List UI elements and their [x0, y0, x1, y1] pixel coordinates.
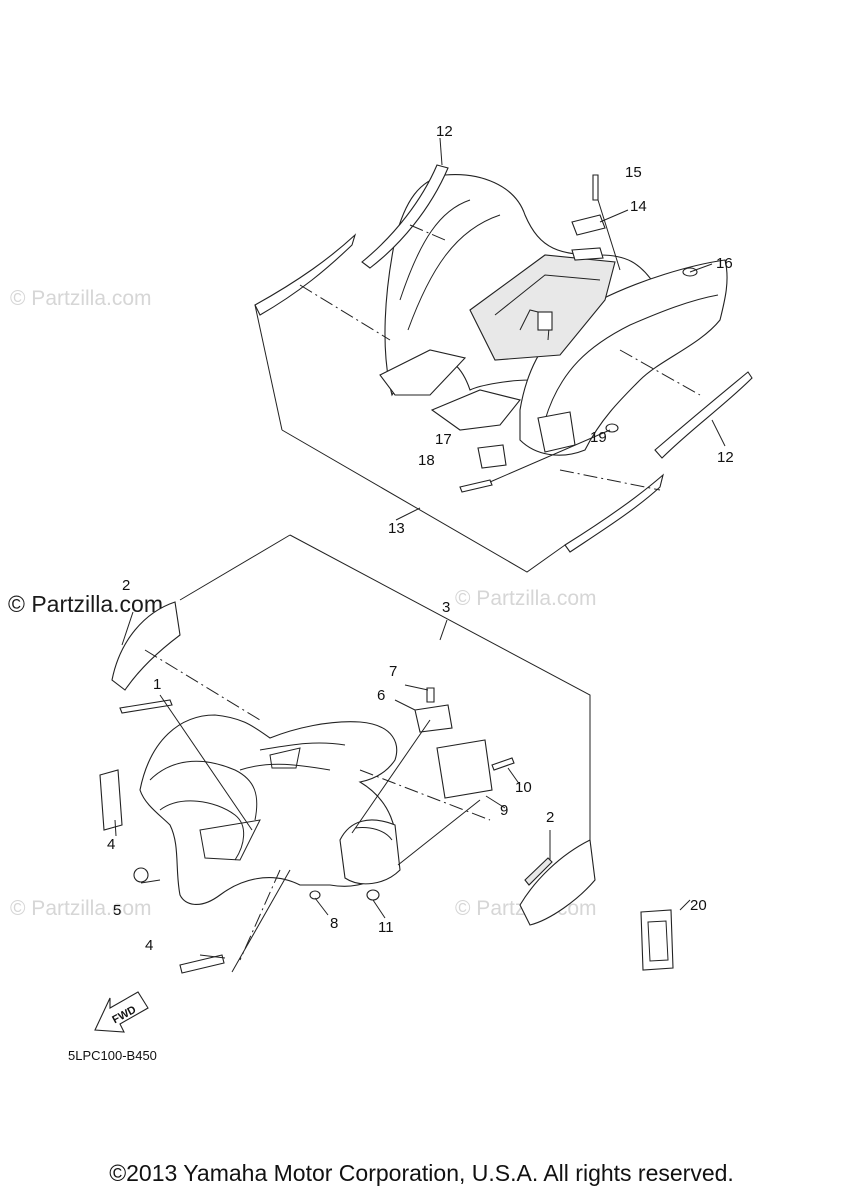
decal-4-left	[99, 769, 123, 831]
watermark: © Partzilla.com	[10, 287, 152, 310]
callout-18: 18	[418, 452, 435, 469]
callout-7: 7	[389, 663, 397, 680]
decal-2-right	[519, 839, 596, 926]
bolt-15	[592, 174, 599, 201]
watermark: © Partzilla.com	[8, 591, 163, 617]
copyright-notice: ©2013 Yamaha Motor Corporation, U.S.A. A…	[109, 1160, 734, 1186]
bolt-7	[426, 687, 435, 703]
watermark: © Partzilla.com	[455, 587, 597, 610]
decal-2-left	[111, 601, 181, 691]
callout-9: 9	[500, 802, 508, 819]
watermark: © Partzilla.com	[10, 897, 152, 920]
callout-20: 20	[690, 897, 707, 914]
callout-4: 4	[145, 937, 153, 954]
decal-4-bottom	[179, 954, 225, 974]
callout-19: 19	[590, 429, 607, 446]
callout-12: 12	[717, 449, 734, 466]
callout-2: 2	[122, 577, 130, 594]
callout-10: 10	[515, 779, 532, 796]
decal-12-right	[654, 371, 753, 459]
callout-8: 8	[330, 915, 338, 932]
front-fender	[139, 714, 401, 905]
callout-2: 2	[546, 809, 554, 826]
callout-14: 14	[630, 198, 647, 215]
callout-17: 17	[435, 431, 452, 448]
bolt-18	[459, 479, 493, 493]
callout-16: 16	[716, 255, 733, 272]
callout-15: 15	[625, 164, 642, 181]
emblem-5	[133, 867, 149, 883]
callout-11: 11	[378, 919, 394, 936]
decal-1	[119, 699, 173, 714]
fwd-arrow-icon: FWD	[94, 991, 149, 1033]
callout-1: 1	[153, 676, 161, 693]
diagram-reference-code: 5LPC100-B450	[68, 1048, 157, 1063]
bolt-10	[491, 757, 515, 771]
callout-12: 12	[436, 123, 453, 140]
nut-8	[309, 890, 321, 900]
decal-13-left	[254, 233, 357, 316]
label-20	[640, 909, 674, 971]
callout-4: 4	[107, 836, 115, 853]
plate-14	[571, 214, 606, 236]
callout-5: 5	[113, 902, 121, 919]
rear-fender	[379, 174, 728, 456]
plate-9	[436, 739, 493, 799]
decal-13-right	[564, 473, 664, 553]
plate-6	[414, 704, 453, 733]
callout-6: 6	[377, 687, 385, 704]
decal-12-left	[361, 164, 449, 269]
decal-2-strip	[524, 857, 553, 886]
plate-17	[477, 444, 507, 469]
callout-13: 13	[388, 520, 405, 537]
callout-3: 3	[442, 599, 450, 616]
nut-11	[366, 889, 380, 901]
